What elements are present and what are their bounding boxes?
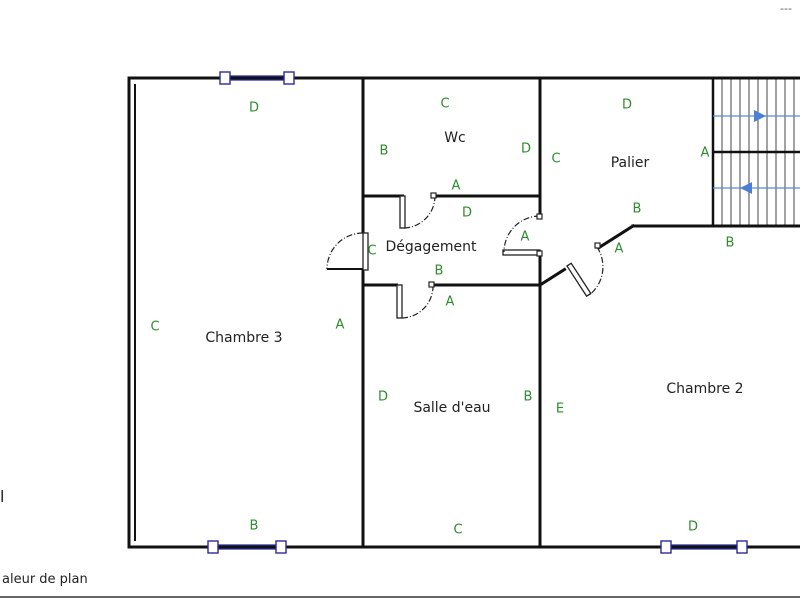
wall-letter-palier-bottom: B (633, 202, 642, 217)
wall-letter-salle-deau-left: D (378, 390, 388, 405)
staircase (711, 78, 800, 226)
wc-door (399, 195, 406, 229)
degagement-door-left (362, 232, 369, 271)
wall-letter-chambre2-top: A (615, 242, 624, 257)
footer-fragment-label: aleur de plan (2, 572, 88, 587)
room-labels: Chambre 3 Wc Palier Dégagement Salle d'e… (205, 130, 743, 416)
wall-letter-wc-bottom: A (452, 179, 461, 194)
wall-letter-chambre2-left: E (556, 402, 564, 417)
room-degagement: Dégagement (386, 239, 477, 255)
wall-letter-chambre3-bottom: B (250, 519, 259, 534)
room-salle-deau: Salle d'eau (413, 400, 490, 416)
wall-letter-degagement-bottom: B (435, 264, 444, 279)
walls (127, 76, 800, 549)
wall-letter-degagement-top: D (462, 206, 472, 221)
doors (326, 192, 604, 319)
wall-letter-palier-top: D (622, 98, 632, 113)
chambre3-window-top (219, 71, 295, 85)
chambre2-door (566, 262, 592, 298)
wall-letter-chambre2-top-right: B (726, 236, 735, 251)
chambre2-window-bottom (660, 540, 748, 554)
wall-letter-wc-left: B (380, 144, 389, 159)
wall-letter-chambre3-left: C (150, 320, 159, 335)
chambre3-window-bottom (207, 540, 287, 554)
wall-letter-wc-top: C (440, 97, 449, 112)
wall-letter-wc-right: D (521, 142, 531, 157)
wall-letter-chambre2-bottom: D (688, 520, 698, 535)
wall-letter-salle-deau-right: B (524, 390, 533, 405)
room-chambre3: Chambre 3 (205, 330, 282, 346)
wall-letter-degagement-right: A (521, 230, 530, 245)
wall-letter-chambre3-right: A (336, 318, 345, 333)
room-chambre2: Chambre 2 (666, 381, 743, 397)
top-right-mark: --- (780, 2, 792, 15)
wall-letter-palier-right: A (701, 146, 710, 161)
edge-fragment-letter: l (0, 487, 4, 506)
palier-door (502, 249, 541, 256)
wall-letter-degagement-left: C (367, 244, 376, 259)
wall-letter-palier-left: C (551, 152, 560, 167)
wall-letter-salle-deau-bottom: C (453, 523, 462, 538)
stair-arrow-right-icon (754, 110, 766, 122)
wall-letter-salle-deau-top: A (446, 295, 455, 310)
windows (207, 71, 748, 554)
stair-arrow-left-icon (740, 182, 752, 194)
room-wc: Wc (444, 130, 466, 146)
room-palier: Palier (611, 155, 650, 171)
salle-deau-door (396, 284, 403, 319)
wall-letter-chambre3-top: D (249, 101, 259, 116)
wall-letters: D C A B C B D A D C A B D C A B A D B C … (150, 97, 734, 538)
